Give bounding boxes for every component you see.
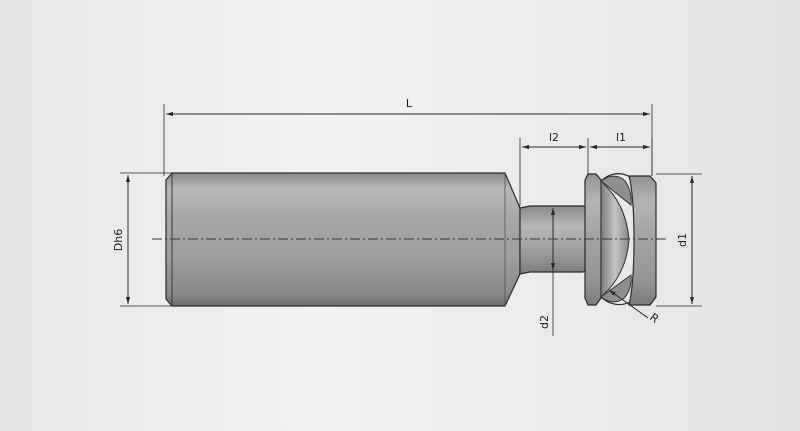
dimension-l2: l2	[519, 131, 589, 206]
dimension-Dh6: Dh6	[112, 172, 172, 307]
grooved-head	[584, 173, 657, 306]
dimension-L: L	[163, 97, 653, 176]
neck	[519, 205, 591, 275]
label-Dh6: Dh6	[112, 229, 125, 251]
dimension-d1: d1	[656, 173, 702, 307]
dimension-l1: l1	[590, 131, 653, 176]
shank	[165, 172, 521, 307]
label-L: L	[406, 97, 413, 110]
label-l2: l2	[549, 131, 559, 144]
label-l1: l1	[616, 131, 626, 144]
label-d1: d1	[676, 233, 689, 247]
label-d2: d2	[538, 315, 551, 329]
dimension-d2: d2	[538, 208, 556, 336]
label-R: R	[647, 311, 661, 326]
